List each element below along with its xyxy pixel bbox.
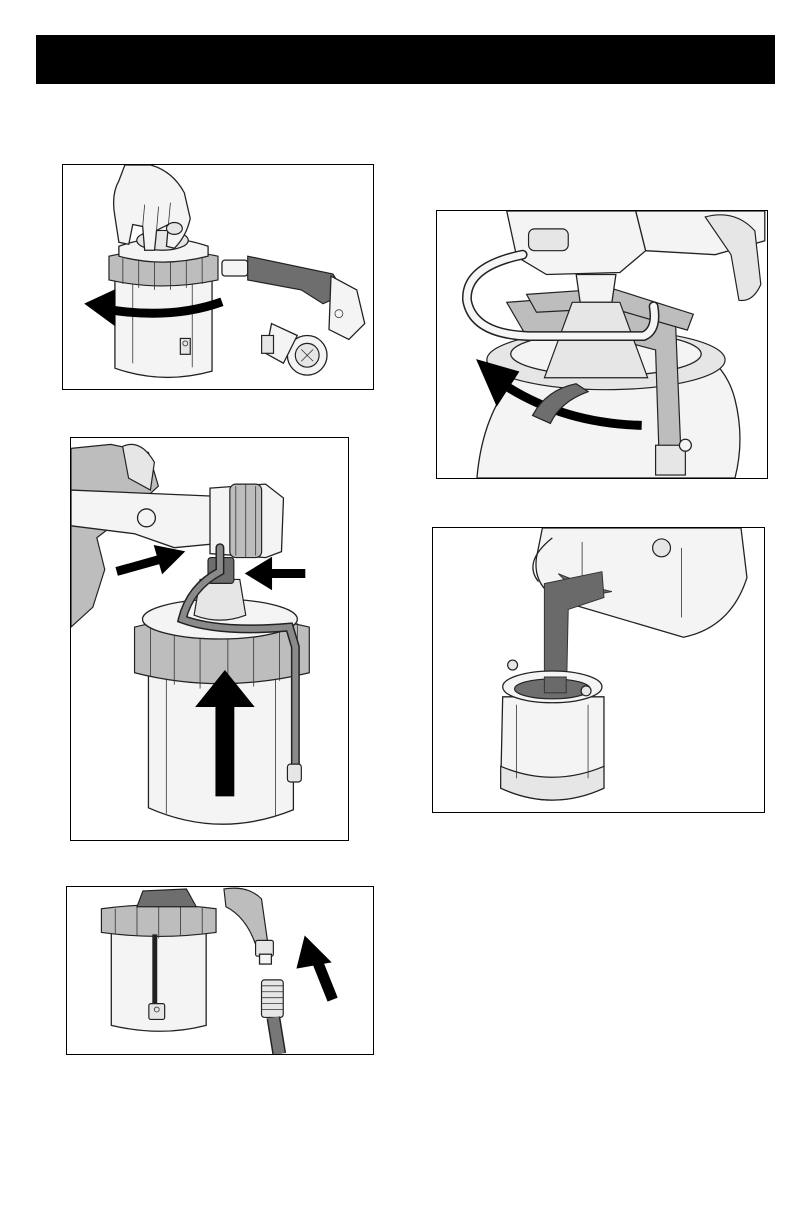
- spray-gun-icon: [222, 256, 365, 375]
- hose-icon: [262, 980, 284, 1054]
- up-arrow-icon: [297, 936, 333, 999]
- figure-pour-paint: [432, 527, 765, 813]
- figure-loosen-cup-lid-illustration: [437, 211, 767, 478]
- spray-cup-icon: [101, 889, 216, 1031]
- spray-gun-icon: [224, 888, 273, 964]
- figure-pour-paint-illustration: [433, 528, 764, 812]
- figure-attach-cup-to-gun: [70, 437, 349, 841]
- figure-loosen-cup-lid: [436, 210, 768, 479]
- figure-attach-cup-to-gun-illustration: [71, 438, 348, 840]
- figure-remove-cup-collar: [62, 164, 374, 390]
- spray-cup-icon: [501, 660, 604, 800]
- figure-remove-cup-collar-illustration: [63, 165, 373, 389]
- figure-connect-hose-illustration: [67, 887, 373, 1054]
- hand-icon: [114, 165, 191, 250]
- figure-connect-hose: [66, 886, 374, 1055]
- spray-gun-icon: [71, 444, 283, 627]
- section-header-bar: [36, 35, 775, 84]
